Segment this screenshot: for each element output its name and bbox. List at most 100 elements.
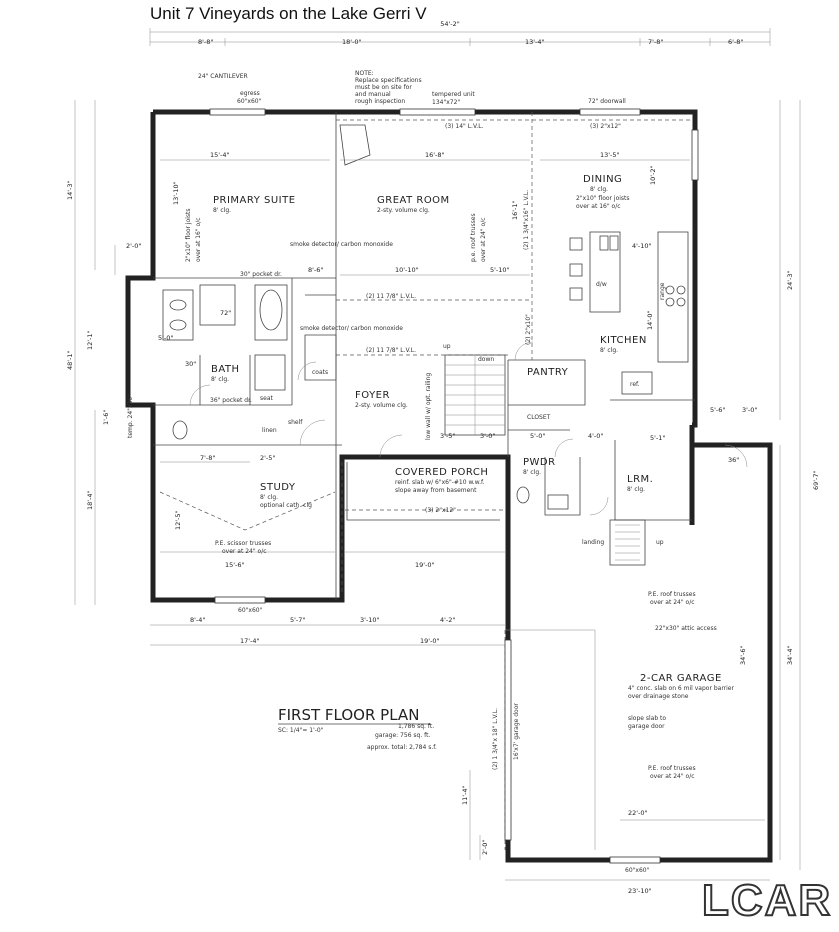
dim-kitchen-140: 14'-0" — [646, 310, 654, 330]
dim-lrm-36: 36" — [728, 456, 739, 464]
room-primary-suite: PRIMARY SUITE — [213, 195, 296, 206]
room-bath-clg: 8' clg. — [211, 376, 229, 383]
dim-lrm-56: 5'-6" — [710, 406, 725, 414]
room-garage-sub2: over drainage stone — [628, 693, 689, 700]
dim-garage-34: 34'-6" — [739, 645, 747, 665]
label-header-dining: (3) 2"x12" — [590, 123, 621, 130]
note-line-5: rough inspection — [355, 98, 405, 105]
label-study-window: 60"x60" — [238, 607, 263, 614]
label-lvl-117-a: (2) 11 7/8" L.V.L. — [366, 293, 416, 300]
dim-right-69: 69'-7" — [812, 470, 820, 490]
room-study-clg: 8' clg. — [260, 494, 278, 501]
plan-area-1: 1,786 sq. ft. — [398, 723, 434, 730]
kitchen-fixtures — [569, 231, 689, 395]
dim-suite-width: 15'-4" — [210, 151, 230, 159]
dim-left-14: 14'-3" — [66, 180, 74, 200]
room-garage-sub3: slope slab to — [628, 715, 666, 722]
label-coats: coats — [312, 369, 328, 376]
dim-left-2: 2'-0" — [126, 242, 141, 250]
room-study-sub2: optional cath. clg — [260, 502, 312, 509]
label-garage-oc-1: over at 24" o/c — [650, 599, 695, 606]
label-garage-trusses-2: P.E. roof trusses — [648, 765, 696, 772]
dim-garage-23: 23'-10" — [628, 887, 652, 895]
note-line-4: and manual — [355, 91, 391, 98]
dim-left-1: 1'-6" — [102, 410, 110, 425]
dim-bottom-17: 17'-4" — [240, 637, 260, 645]
label-lvl-dining: (2) 1 3/4"x16" L.V.L. — [523, 190, 530, 250]
room-dining-clg: 8' clg. — [590, 186, 608, 193]
note-line-2: Replace specifications — [355, 77, 422, 84]
dim-left-48: 48'-1" — [66, 350, 74, 370]
plan-area-2: garage: 756 sq. ft. — [375, 732, 431, 739]
dim-bath-72: 72" — [220, 309, 231, 317]
dim-kitchen-410: 4'-10" — [632, 242, 652, 250]
label-shelf: shelf — [288, 419, 303, 426]
exterior-walls — [125, 109, 773, 863]
label-up: up — [443, 343, 451, 350]
label-egress: egress — [240, 90, 260, 97]
dim-lrm-30: 3'-0" — [742, 406, 757, 414]
dim-top-1: 8'-8" — [198, 38, 213, 46]
dim-garage-20: 2'-0" — [481, 840, 489, 855]
dim-garage-114: 11'-4" — [461, 785, 469, 805]
label-tempered-size: 134"x72" — [432, 99, 460, 106]
page-title: Unit 7 Vineyards on the Lake Gerri V — [150, 4, 427, 23]
label-low-wall: low wall w/ opt. railing — [425, 373, 432, 440]
dim-study-width: 15'-6" — [225, 561, 245, 569]
dim-lrm-51: 5'-1" — [650, 434, 665, 442]
label-suite-joists: 2"x10" floor joists — [185, 208, 192, 262]
label-down: down — [478, 356, 494, 363]
dim-pantry-40: 4'-0" — [588, 432, 603, 440]
room-pwdr-clg: 8' clg. — [523, 469, 541, 476]
room-dining: DINING — [583, 174, 622, 185]
bath-fixtures — [162, 284, 569, 510]
dim-right-24: 24'-3" — [786, 270, 794, 290]
room-great-room: GREAT ROOM — [377, 195, 450, 206]
room-covered-porch-sub: reinf. slab w/ 6"x6"-#10 w.w.f. — [395, 479, 485, 486]
dim-top-3: 13'-4" — [525, 38, 545, 46]
fireplace-symbol — [339, 124, 371, 166]
windows — [209, 108, 699, 864]
dim-porch-19: 19'-0" — [415, 561, 435, 569]
label-scissor-oc: over at 24" o/c — [222, 548, 267, 555]
label-lvl-top: (3) 14" L.V.L. — [445, 123, 484, 130]
plan-scale: SC: 1/4"= 1'-0" — [278, 727, 324, 734]
plan-area-3: approx. total: 2,784 s.f. — [367, 744, 437, 751]
dimension-lines — [74, 28, 801, 881]
dim-bottom-5: 5'-7" — [290, 616, 305, 624]
label-scissor: P.E. scissor trusses — [215, 540, 271, 547]
dim-great-width: 16'-8" — [425, 151, 445, 159]
room-study: STUDY — [260, 482, 296, 493]
label-up-2: up — [656, 539, 664, 546]
plan-heading: FIRST FLOOR PLAN — [278, 706, 419, 724]
dimension-text: 54'-2" 8'-8" 18'-0" 13'-4" 7'-8" 6'-8" 1… — [66, 20, 820, 895]
dim-top-4: 7'-8" — [648, 38, 663, 46]
room-covered-porch-sub2: slope away from basement — [395, 487, 477, 494]
room-garage-sub: 4" conc. slab on 6 mil vapor barrier — [628, 685, 735, 692]
label-smoke-2: smoke detector/ carbon monoxide — [300, 325, 403, 332]
room-lrm-clg: 8' clg. — [627, 486, 645, 493]
dim-mid-86: 8'-6" — [308, 266, 323, 274]
dim-right-34: 34'-4" — [786, 645, 794, 665]
label-porch-header: (3) 2"x12" — [425, 507, 456, 514]
label-tempered-small: temp. 24"x36" — [127, 394, 134, 438]
room-kitchen: KITCHEN — [600, 335, 647, 346]
dim-foyer-30: 3'-0" — [480, 432, 495, 440]
label-suite-oc: over at 16" o/c — [195, 217, 202, 262]
room-foyer: FOYER — [355, 390, 390, 401]
dim-bottom-3: 3'-10" — [360, 616, 380, 624]
room-primary-suite-clg: 8' clg. — [213, 207, 231, 214]
room-kitchen-clg: 8' clg. — [600, 347, 618, 354]
label-range: range — [659, 282, 666, 300]
note-line-3: must be on site for — [355, 84, 412, 91]
label-attic: 22"x30" attic access — [655, 625, 717, 632]
label-dining-oc: over at 16" o/c — [576, 203, 621, 210]
label-doorwall: 72" doorwall — [588, 98, 626, 105]
room-labels: PRIMARY SUITE 8' clg. GREAT ROOM 2-sty. … — [211, 174, 735, 730]
dim-dining-depth: 10'-2" — [649, 165, 657, 185]
room-pantry: PANTRY — [527, 367, 569, 378]
dim-bottom-19: 19'-0" — [420, 637, 440, 645]
room-covered-porch: COVERED PORCH — [395, 467, 488, 478]
dim-pantry-50: 5'-0" — [530, 432, 545, 440]
